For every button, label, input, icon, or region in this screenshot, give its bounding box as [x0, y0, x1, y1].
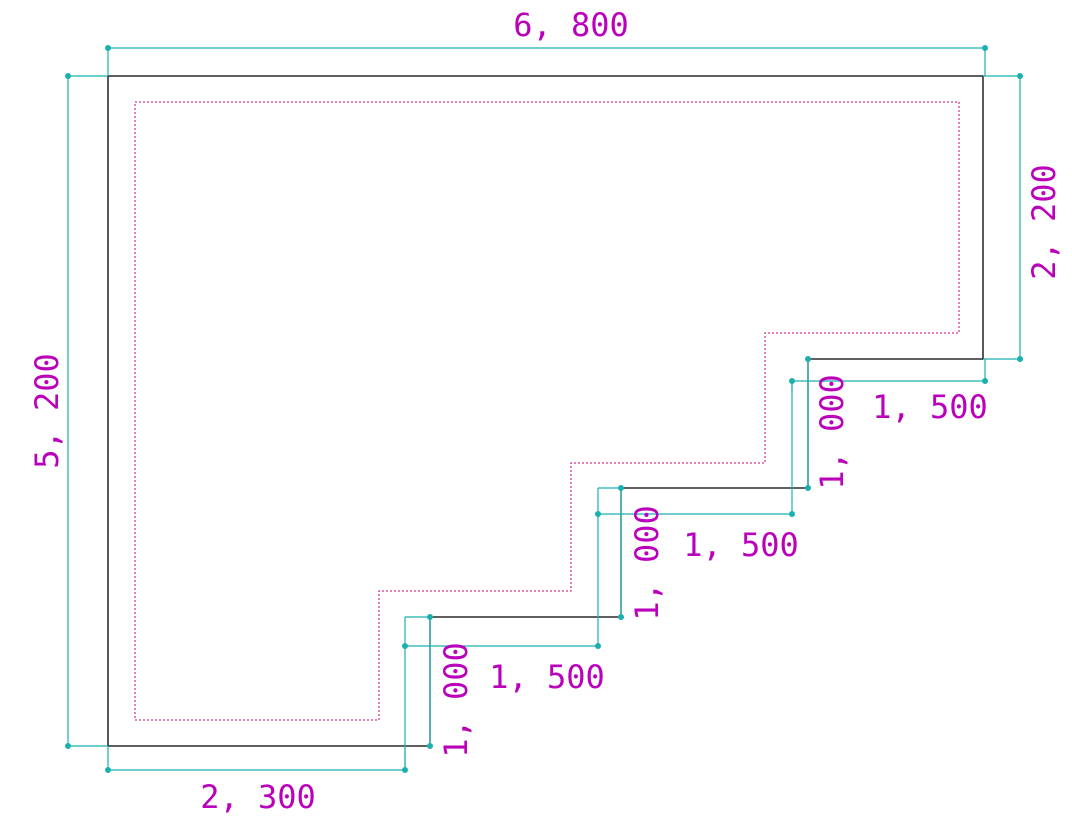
dim-right-height [983, 73, 1023, 362]
dim-label-step2-height: 1, 000 [628, 505, 666, 621]
dim-label-overall-width: 6, 800 [513, 6, 629, 44]
dim-label-step1-width: 1, 500 [872, 388, 988, 426]
dim-step2-height [597, 485, 624, 646]
dim-step2-width [595, 488, 795, 517]
dim-step3-height [404, 614, 433, 770]
inner-offset-line [134, 101, 960, 721]
dim-overall-height [65, 73, 108, 749]
dim-step1-height [791, 356, 811, 514]
dim-label-overall-height: 5, 200 [28, 353, 66, 469]
dim-overall-width [105, 45, 988, 76]
dim-label-step3-height: 1, 000 [437, 642, 475, 758]
dim-label-step1-height: 1, 000 [813, 374, 851, 490]
dim-label-step3-width: 1, 500 [489, 658, 605, 696]
dim-label-step2-width: 1, 500 [683, 526, 799, 564]
dim-label-right-height: 2, 200 [1025, 164, 1063, 280]
dim-label-bottom-width: 2, 300 [200, 778, 316, 816]
dim-bottom-width [105, 746, 408, 773]
dimension-lines [65, 45, 1023, 773]
dim-step3-width [402, 617, 601, 649]
